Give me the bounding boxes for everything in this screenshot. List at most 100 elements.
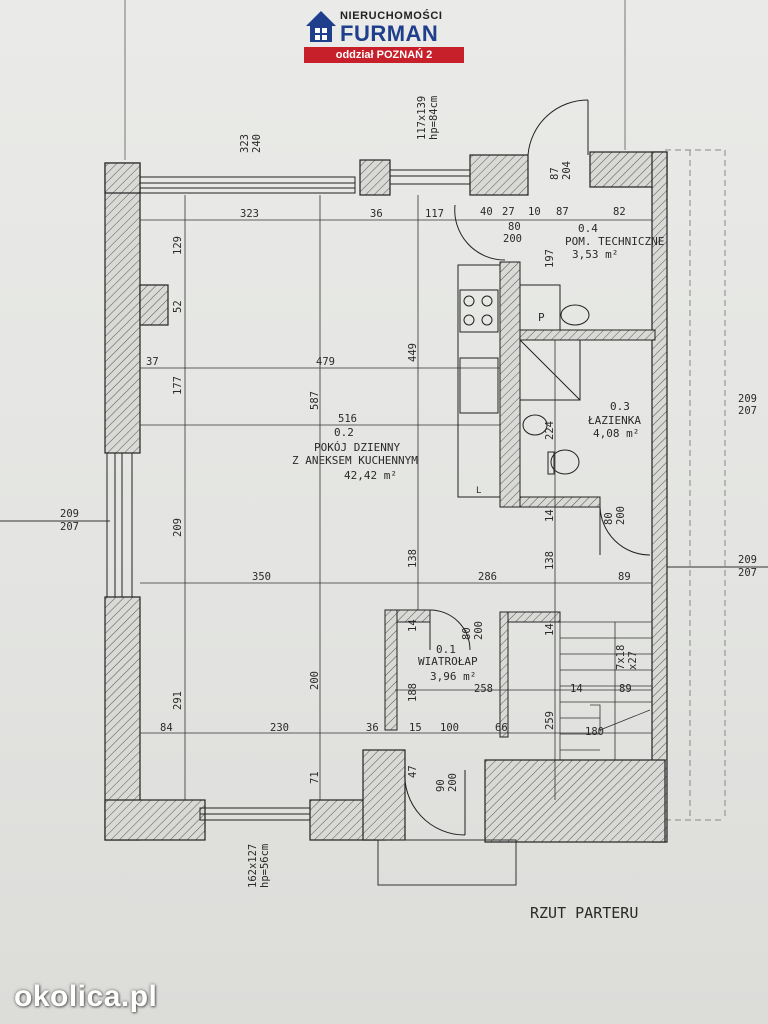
room-tech-number: 0.4 — [578, 222, 598, 235]
opening-note: 200 — [615, 506, 627, 525]
dimension-label: 129 — [172, 236, 184, 255]
dimension-label: x27 — [627, 651, 639, 670]
room-vestibule-number: 0.1 — [436, 643, 456, 656]
opening-note: 204 — [561, 161, 573, 180]
label-p: P — [538, 311, 545, 324]
entrance-step — [377, 839, 517, 886]
house-logo-icon — [306, 11, 336, 42]
dimension-label: 66 — [495, 722, 508, 734]
room-living-number: 0.2 — [334, 426, 354, 439]
dimension-label: 36 — [370, 208, 383, 220]
dimension-label: 207 — [738, 567, 757, 579]
dimension-label: 207 — [738, 405, 757, 417]
room-bath-number: 0.3 — [610, 400, 630, 413]
room-living-name2: Z ANEKSEM KUCHENNYM — [292, 454, 418, 467]
opening-note: hp=56cm — [259, 844, 271, 888]
dimension-label: 230 — [270, 722, 289, 734]
logo-brand: FURMAN — [340, 21, 439, 46]
dimension-label: 479 — [316, 356, 335, 368]
dimension-label: 47 — [407, 765, 419, 778]
dimension-label: 197 — [544, 249, 556, 268]
opening-note: 200 — [473, 621, 485, 640]
dimension-label: 188 — [407, 683, 419, 702]
opening-notes: 117x139 hp=84cm 323 240 162x127 hp=56cm … — [239, 96, 627, 888]
dimension-label: 224 — [544, 421, 556, 440]
exterior-walls — [104, 151, 668, 843]
dimension-lines — [140, 195, 652, 800]
room-labels: 0.2 POKÓJ DZIENNY Z ANEKSEM KUCHENNYM 42… — [292, 222, 664, 683]
dimension-label: 89 — [618, 571, 631, 583]
dimension-label: 7x18 — [615, 645, 627, 670]
opening-note: 90 — [435, 779, 447, 792]
dimension-labels: 323 36 117 40 27 10 87 82 37 479 516 350… — [60, 206, 757, 784]
dimension-label: 200 — [309, 671, 321, 690]
stairs — [559, 621, 652, 760]
dimension-label: 14 — [570, 683, 583, 695]
dimension-label: 209 — [738, 393, 757, 405]
dimension-label: 10 — [528, 206, 541, 218]
room-vestibule-area: 3,96 m² — [430, 670, 476, 683]
room-bath-area: 4,08 m² — [593, 427, 639, 440]
dimension-label: 100 — [440, 722, 459, 734]
dimension-label: 177 — [172, 376, 184, 395]
dimension-label: 27 — [502, 206, 515, 218]
dimension-label: 37 — [146, 356, 159, 368]
dimension-label: 14 — [544, 509, 556, 522]
dimension-label: 14 — [544, 623, 556, 636]
dimension-label: 516 — [338, 413, 357, 425]
room-vestibule-name: WIATROŁAP — [418, 655, 478, 668]
opening-note: 200 — [447, 773, 459, 792]
dimension-label: 286 — [478, 571, 497, 583]
plan-title: RZUT PARTERU — [530, 904, 638, 922]
dimension-label: 87 — [556, 206, 569, 218]
kitchen-counter — [457, 264, 501, 498]
dimension-label: 291 — [172, 691, 184, 710]
room-bath-name: ŁAZIENKA — [587, 414, 641, 427]
dimension-label: 52 — [172, 300, 184, 313]
dimension-label: 259 — [544, 711, 556, 730]
dimension-label: 323 — [240, 208, 259, 220]
dimension-label: 82 — [613, 206, 626, 218]
dimension-label: 449 — [407, 343, 419, 362]
opening-note: 80 — [603, 512, 615, 525]
room-tech-area: 3,53 m² — [572, 248, 618, 261]
dimension-label: 14 — [407, 619, 419, 632]
opening-note: 80 — [508, 221, 521, 233]
dimension-label: 138 — [407, 549, 419, 568]
logo-branch: oddział POZNAŃ 2 — [304, 47, 464, 63]
dimension-label: 209 — [738, 554, 757, 566]
windows — [106, 169, 471, 821]
opening-note: 162x127 — [247, 844, 259, 888]
dimension-label: 40 — [480, 206, 493, 218]
dimension-label: 71 — [309, 771, 321, 784]
dimension-label: 84 — [160, 722, 173, 734]
opening-note: 87 — [549, 167, 561, 180]
bathroom-fixtures — [519, 284, 590, 475]
dimension-label: 117 — [425, 208, 444, 220]
watermark: okolica.pl — [14, 980, 158, 1013]
dimension-label: 209 — [172, 518, 184, 537]
room-tech-name: POM. TECHNICZNE — [565, 235, 664, 248]
dimension-label: 207 — [60, 521, 79, 533]
label-l: L — [476, 486, 481, 496]
room-living-name: POKÓJ DZIENNY — [314, 441, 400, 454]
dimension-label: 180 — [585, 726, 604, 738]
dimension-label: 209 — [60, 508, 79, 520]
opening-note: 117x139 — [416, 96, 428, 140]
room-living-area: 42,42 m² — [344, 469, 397, 482]
opening-note: 240 — [251, 134, 263, 153]
opening-note: hp=84cm — [428, 96, 440, 140]
opening-note: 200 — [503, 233, 522, 245]
dimension-label: 15 — [409, 722, 422, 734]
dimension-label: 587 — [309, 391, 321, 410]
interior-walls — [384, 261, 656, 738]
opening-note: 323 — [239, 134, 251, 153]
agency-logo: NIERUCHOMOŚCI FURMAN oddział POZNAŃ 2 — [304, 6, 466, 64]
dimension-label: 89 — [619, 683, 632, 695]
dimension-label: 258 — [474, 683, 493, 695]
doors — [404, 99, 651, 836]
dimension-label: 138 — [544, 551, 556, 570]
logo-top-line: NIERUCHOMOŚCI — [340, 10, 443, 22]
